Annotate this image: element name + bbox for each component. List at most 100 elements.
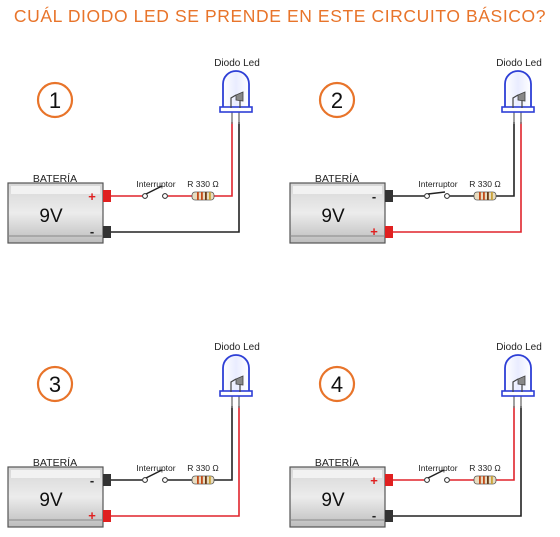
battery-label: BATERÍA (33, 456, 77, 469)
battery-highlight (11, 470, 100, 478)
battery-terminal-top (385, 474, 393, 486)
battery-terminal-top (103, 190, 111, 202)
wire (110, 406, 240, 517)
number-circle (36, 365, 74, 403)
resistor-band (487, 192, 489, 200)
switch-label: Interruptor (418, 179, 457, 189)
circuit-number: 1 (49, 88, 61, 113)
battery-highlight (293, 186, 382, 194)
switch-lever (145, 469, 163, 479)
resistor-label: R 330 Ω (469, 463, 500, 473)
battery-terminal-bottom (385, 510, 393, 522)
battery-sign-top: - (90, 473, 94, 488)
led-anode (512, 94, 519, 108)
resistor-band (483, 476, 485, 484)
switch-label: Interruptor (136, 463, 175, 473)
number-circle (318, 81, 356, 119)
wire (214, 406, 233, 481)
battery-voltage: 9V (321, 206, 345, 227)
led-anode (512, 378, 519, 392)
resistor-label: R 330 Ω (469, 179, 500, 189)
resistor-band (205, 192, 207, 200)
battery-sign-top: + (88, 189, 96, 204)
led-dome (504, 70, 532, 112)
resistor-label: R 330 Ω (187, 179, 218, 189)
led-cathode (235, 375, 244, 386)
battery-terminal-bottom (103, 510, 111, 522)
led-dome (222, 70, 250, 112)
resistor-band (487, 476, 489, 484)
led-cathode (235, 91, 244, 102)
led-cathode (517, 375, 526, 386)
switch-contact (444, 477, 450, 483)
battery-sign-bottom: - (90, 224, 94, 239)
resistor-band (479, 192, 481, 200)
switch-label: Interruptor (136, 179, 175, 189)
battery-highlight (11, 186, 100, 194)
switch-contact (424, 477, 430, 483)
led-anode (230, 94, 237, 108)
led-cathode (517, 91, 526, 102)
led-label: Diodo Led (214, 58, 260, 69)
battery-terminal-top (103, 474, 111, 486)
battery-voltage: 9V (39, 206, 63, 227)
battery-voltage: 9V (321, 490, 345, 511)
resistor-band (201, 476, 203, 484)
led-label: Diodo Led (496, 58, 542, 69)
switch-label: Interruptor (418, 463, 457, 473)
switch-contact (162, 193, 168, 199)
led-rim (219, 390, 253, 397)
led-rim (501, 390, 535, 397)
battery-terminal-bottom (385, 226, 393, 238)
wire (392, 122, 522, 233)
led-anode (230, 378, 237, 392)
number-circle (36, 81, 74, 119)
led-rim (219, 106, 253, 113)
resistor-band (209, 476, 211, 484)
resistor-band (491, 192, 493, 200)
switch-contact (162, 477, 168, 483)
wire (214, 122, 233, 197)
battery-sign-bottom: + (370, 224, 378, 239)
switch-contact (444, 193, 450, 199)
resistor-band (491, 476, 493, 484)
battery-voltage: 9V (39, 490, 63, 511)
wire (496, 122, 515, 197)
circuit-number: 3 (49, 372, 61, 397)
wire (496, 406, 515, 481)
battery-highlight (293, 470, 382, 478)
resistor-label: R 330 Ω (187, 463, 218, 473)
battery-terminal-bottom (103, 226, 111, 238)
circuit-number: 4 (331, 372, 343, 397)
page-title: CUÁL DIODO LED SE PRENDE EN ESTE CIRCUIT… (13, 6, 547, 26)
led-rim (501, 106, 535, 113)
battery-label: BATERÍA (315, 172, 359, 185)
resistor-band (201, 192, 203, 200)
resistor-band (205, 476, 207, 484)
battery-sign-bottom: - (372, 508, 376, 523)
battery-label: BATERÍA (33, 172, 77, 185)
battery-sign-bottom: + (88, 508, 96, 523)
battery-sign-top: + (370, 473, 378, 488)
number-circle (318, 365, 356, 403)
resistor-band (197, 476, 199, 484)
switch-contact (142, 193, 148, 199)
resistor-band (483, 192, 485, 200)
switch-contact (142, 477, 148, 483)
led-label: Diodo Led (214, 342, 260, 353)
led-dome (222, 354, 250, 396)
led-label: Diodo Led (496, 342, 542, 353)
resistor-band (479, 476, 481, 484)
resistor-band (197, 192, 199, 200)
led-dome (504, 354, 532, 396)
switch-contact (424, 193, 430, 199)
battery-sign-top: - (372, 189, 376, 204)
resistor-band (209, 192, 211, 200)
switch-lever (427, 191, 446, 195)
battery-label: BATERÍA (315, 456, 359, 469)
